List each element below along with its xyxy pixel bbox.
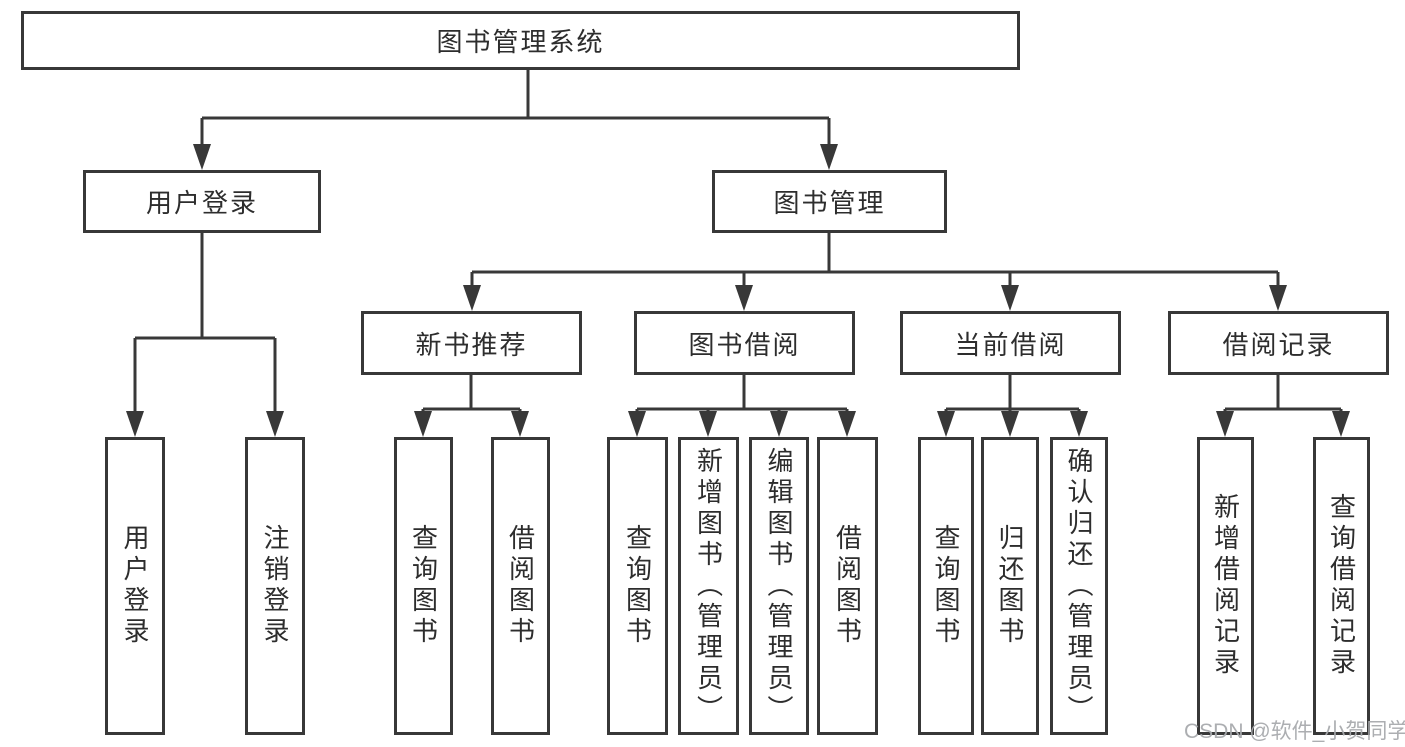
node-book-borrowing: 图书借阅 — [634, 311, 855, 375]
arrow-to-book-mgmt — [820, 144, 838, 170]
leaf-newbook-query-books-label: 查询图书 — [408, 524, 439, 648]
connector-book-borrow-branch — [635, 375, 849, 415]
node-book-management: 图书管理 — [712, 170, 947, 233]
node-new-book-recommend-label: 新书推荐 — [415, 329, 528, 360]
connector-root-to-level2 — [200, 70, 831, 148]
leaf-current-query-books: 查询图书 — [918, 437, 974, 735]
arrow-to-leaf-cb-confirm — [1070, 411, 1088, 437]
arrow-to-leaf-logout — [266, 411, 284, 437]
node-current-borrowing: 当前借阅 — [900, 311, 1121, 375]
leaf-query-borrow-record: 查询借阅记录 — [1313, 437, 1370, 735]
arrow-to-book-borrow — [735, 285, 753, 311]
csdn-watermark: CSDN @软件_小贺同学 — [1184, 720, 1405, 743]
leaf-edit-books-admin: 编辑图书（管理员） — [749, 437, 809, 735]
node-borrowing-records-label: 借阅记录 — [1222, 329, 1335, 360]
arrow-to-user-login — [193, 144, 211, 170]
leaf-borrowing-borrow-books-label: 借阅图书 — [832, 524, 863, 648]
arrow-to-borrow-record — [1269, 285, 1287, 311]
leaf-current-query-books-label: 查询图书 — [931, 524, 961, 648]
node-root-library-system: 图书管理系统 — [21, 11, 1020, 70]
leaf-newbook-borrow-books: 借阅图书 — [491, 437, 550, 735]
leaf-edit-books-admin-label: 编辑图书（管理员） — [764, 446, 794, 726]
arrow-to-leaf-bb-add — [699, 411, 717, 437]
arrow-to-leaf-br-query — [1332, 411, 1350, 437]
leaf-add-books-admin: 新增图书（管理员） — [678, 437, 739, 735]
arrow-to-leaf-nb-query — [414, 411, 432, 437]
leaf-borrowing-query-books-label: 查询图书 — [622, 524, 653, 648]
leaf-query-borrow-record-label: 查询借阅记录 — [1326, 493, 1357, 679]
arrow-to-leaf-br-add — [1216, 411, 1234, 437]
leaf-confirm-return-admin: 确认归还（管理员） — [1050, 437, 1108, 735]
arrow-to-leaf-bb-edit — [770, 411, 788, 437]
node-borrowing-records: 借阅记录 — [1168, 311, 1389, 375]
arrow-to-leaf-cb-return — [1001, 411, 1019, 437]
node-root-label: 图书管理系统 — [436, 27, 605, 57]
arrow-to-new-book — [463, 285, 481, 311]
leaf-add-borrow-record-label: 新增借阅记录 — [1210, 493, 1241, 679]
leaf-confirm-return-admin-label: 确认归还（管理员） — [1064, 446, 1094, 726]
leaf-user-login: 用户登录 — [105, 437, 165, 735]
node-new-book-recommend: 新书推荐 — [361, 311, 582, 375]
node-current-borrowing-label: 当前借阅 — [954, 329, 1067, 360]
leaf-newbook-query-books: 查询图书 — [394, 437, 453, 735]
arrow-to-leaf-bb-borrow — [838, 411, 856, 437]
leaf-return-books: 归还图书 — [981, 437, 1039, 735]
arrow-to-leaf-cb-query — [937, 411, 955, 437]
leaf-add-borrow-record: 新增借阅记录 — [1197, 437, 1254, 735]
node-book-borrowing-label: 图书借阅 — [688, 329, 801, 360]
connector-current-borrow-branch — [944, 375, 1081, 415]
arrow-to-leaf-nb-borrow — [511, 411, 529, 437]
connector-new-book-branch — [421, 375, 522, 415]
connector-borrow-record-branch — [1223, 375, 1343, 415]
arrow-to-current-borrow — [1001, 285, 1019, 311]
connector-book-mgmt-to-level3 — [470, 233, 1280, 289]
leaf-borrowing-borrow-books: 借阅图书 — [817, 437, 878, 735]
leaf-user-login-label: 用户登录 — [120, 524, 150, 648]
leaf-add-books-admin-label: 新增图书（管理员） — [693, 446, 724, 726]
node-user-login-label: 用户登录 — [145, 188, 258, 218]
leaf-return-books-label: 归还图书 — [995, 524, 1025, 648]
leaf-logout-label: 注销登录 — [260, 524, 290, 648]
leaf-logout: 注销登录 — [245, 437, 305, 735]
leaf-borrowing-query-books: 查询图书 — [607, 437, 668, 735]
arrow-to-leaf-user-login — [126, 411, 144, 437]
leaf-newbook-borrow-books-label: 借阅图书 — [505, 524, 536, 648]
connector-user-login-branch — [133, 233, 277, 415]
node-book-management-label: 图书管理 — [773, 188, 886, 218]
node-user-login: 用户登录 — [83, 170, 321, 233]
arrow-to-leaf-bb-query — [628, 411, 646, 437]
